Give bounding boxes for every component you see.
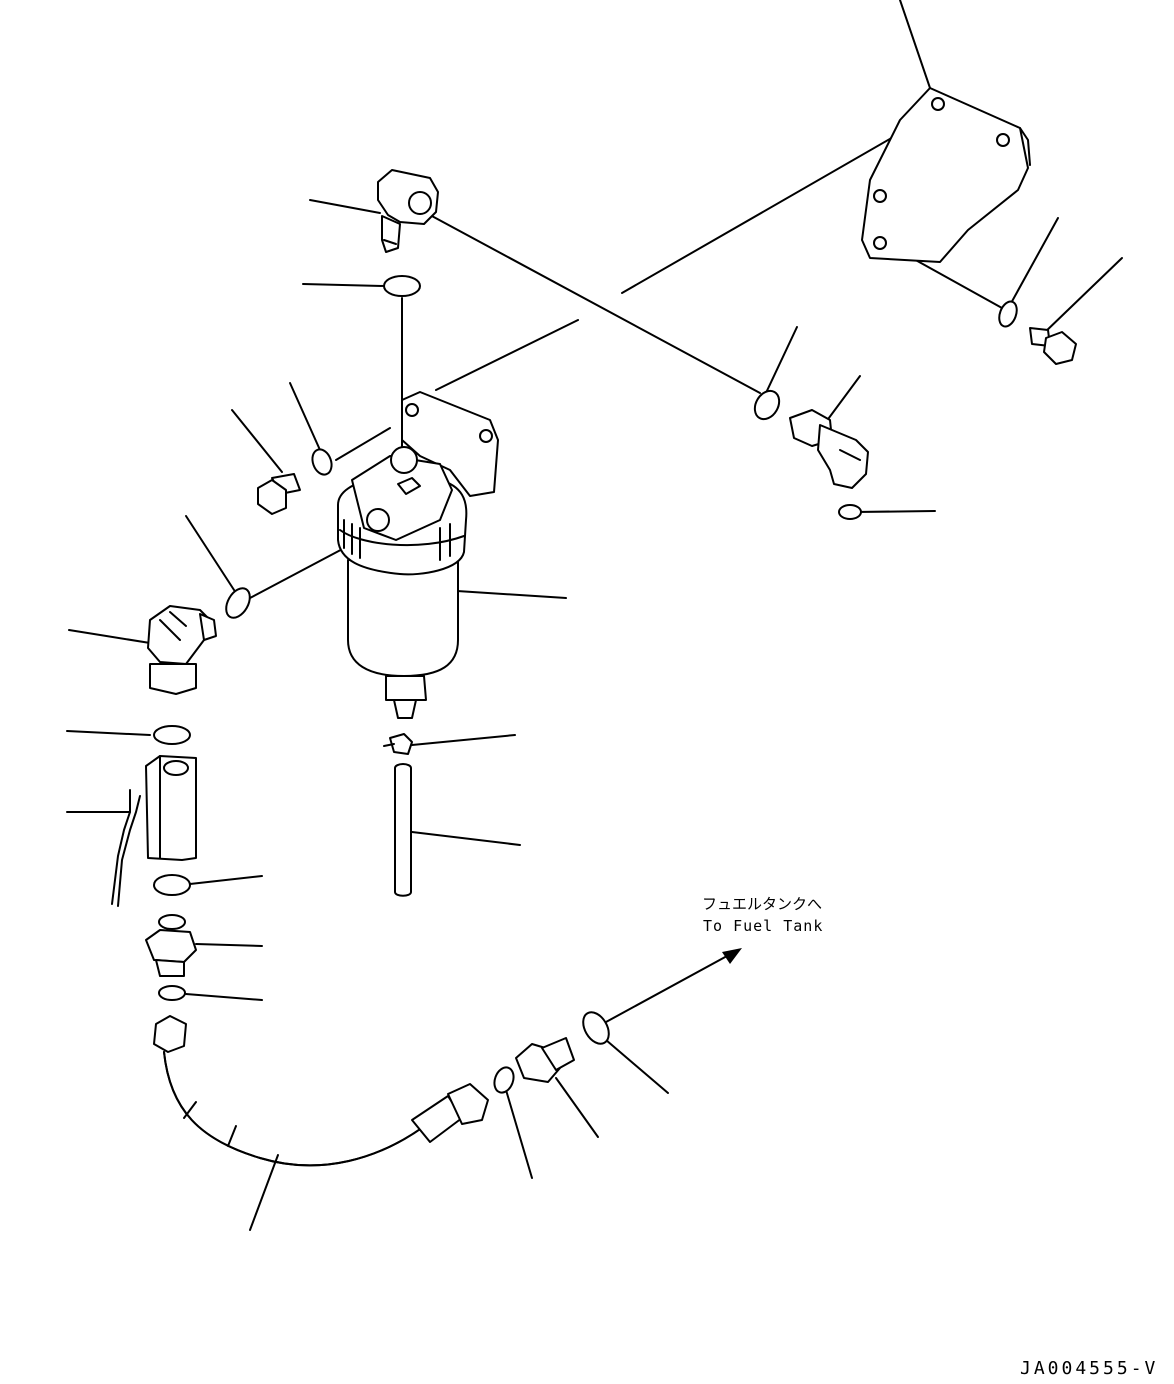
leader-lines — [66, 0, 1123, 1231]
straight-connector-right — [515, 1037, 575, 1083]
washer-icon — [998, 300, 1018, 328]
o-ring-fuel-tank — [582, 1011, 610, 1045]
o-ring-top — [383, 275, 421, 297]
o-ring-left-3 — [158, 985, 186, 1001]
o-ring-bowl-left — [225, 587, 251, 619]
washer-left-icon — [311, 448, 333, 476]
mounting-bracket — [861, 87, 1031, 263]
o-ring-hose-end — [493, 1066, 515, 1094]
elbow-fitting-top — [377, 169, 439, 253]
fuel-filter-assembly — [337, 391, 499, 719]
drain-tube — [394, 763, 412, 897]
bolt-icon — [1029, 327, 1077, 365]
o-ring-left-2 — [153, 874, 191, 896]
annotation-japanese: フュエルタンクへ — [702, 895, 822, 913]
o-ring-right — [753, 389, 781, 421]
annotation-english: To Fuel Tank — [703, 917, 823, 935]
o-ring-left-1 — [153, 725, 191, 745]
elbow-fitting-left — [147, 605, 217, 695]
drawing-code: JA004555-V — [1020, 1358, 1158, 1379]
o-ring-right-small — [838, 504, 862, 520]
straight-adapter — [145, 914, 197, 977]
fuel-hose-assembly — [153, 1015, 489, 1167]
hex-connector — [111, 755, 197, 907]
to-fuel-tank-arrowhead — [722, 948, 742, 964]
bolt-left-icon — [257, 473, 301, 515]
hose-clip-icon — [383, 733, 413, 755]
elbow-fitting-right — [789, 409, 869, 489]
